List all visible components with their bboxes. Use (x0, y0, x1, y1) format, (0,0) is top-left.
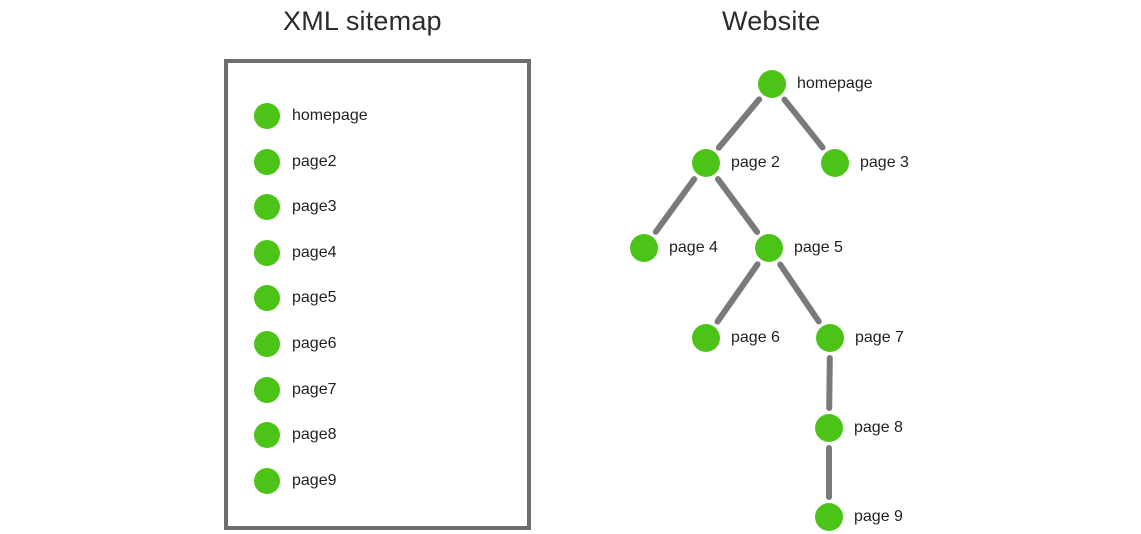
tree-node-label: page 9 (854, 508, 903, 525)
node-circle-icon (815, 414, 843, 442)
list-item[interactable]: page9 (254, 467, 337, 494)
list-item-label: page4 (292, 243, 337, 261)
bullet-circle-icon (254, 467, 280, 494)
node-circle-icon (816, 324, 844, 352)
page-title-xml-sitemap: XML sitemap (283, 6, 442, 36)
tree-node-page6[interactable]: page 6 (692, 324, 780, 352)
list-item-label: page5 (292, 289, 337, 307)
tree-node-label: page 3 (860, 154, 909, 171)
tree-edge-page2-to-page5 (714, 176, 761, 235)
tree-node-homepage[interactable]: homepage (758, 70, 873, 98)
tree-node-page5[interactable]: page 5 (755, 234, 843, 262)
bullet-circle-icon (254, 331, 280, 357)
tree-node-label: page 5 (794, 239, 843, 256)
tree-edge-page5-to-page7 (777, 261, 822, 325)
bullet-circle-icon (254, 148, 280, 175)
list-item[interactable]: page6 (254, 331, 337, 357)
tree-node-label: page 7 (855, 329, 904, 346)
node-circle-icon (630, 234, 658, 262)
bullet-circle-icon (254, 422, 280, 449)
tree-node-page4[interactable]: page 4 (630, 234, 718, 262)
node-circle-icon (821, 149, 849, 177)
tree-node-label: homepage (797, 75, 873, 92)
tree-node-label: page 8 (854, 419, 903, 436)
bullet-circle-icon (254, 194, 280, 221)
node-circle-icon (815, 503, 843, 531)
list-item-label: page2 (292, 152, 337, 170)
node-circle-icon (692, 324, 720, 352)
bullet-circle-icon (254, 285, 280, 312)
list-item-label: page9 (292, 471, 337, 489)
tree-edge-homepage-to-page2 (715, 96, 763, 151)
node-circle-icon (692, 149, 720, 177)
node-circle-icon (755, 234, 783, 262)
list-item[interactable]: page7 (254, 376, 337, 403)
tree-node-page2[interactable]: page 2 (692, 149, 780, 177)
page-title-website: Website (722, 6, 821, 36)
tree-edge-page2-to-page4 (652, 176, 698, 235)
list-item-label: page3 (292, 198, 337, 216)
tree-edge-homepage-to-page3 (781, 96, 826, 151)
list-item[interactable]: page2 (254, 148, 337, 175)
list-item[interactable]: page3 (254, 194, 337, 221)
list-item-label: page8 (292, 426, 337, 444)
list-item-label: homepage (292, 107, 368, 124)
tree-edge-page7-to-page8 (826, 354, 833, 412)
bullet-circle-icon (254, 376, 280, 403)
list-item[interactable]: page5 (254, 285, 337, 312)
node-circle-icon (758, 70, 786, 98)
tree-node-page8[interactable]: page 8 (815, 414, 903, 442)
list-item[interactable]: homepage (254, 103, 368, 129)
list-item-label: page7 (292, 380, 337, 398)
list-item[interactable]: page4 (254, 239, 337, 266)
sitemap-list: homepage page2 page3 page4 page5 page6 page7 pa… (224, 59, 531, 530)
tree-node-label: page 2 (731, 154, 780, 171)
bullet-circle-icon (254, 239, 280, 266)
tree-node-label: page 4 (669, 239, 718, 256)
tree-node-label: page 6 (731, 329, 780, 346)
tree-node-page7[interactable]: page 7 (816, 324, 904, 352)
tree-node-page3[interactable]: page 3 (821, 149, 909, 177)
tree-edge-page5-to-page6 (714, 261, 761, 325)
list-item-label: page6 (292, 335, 337, 352)
list-item[interactable]: page8 (254, 422, 337, 449)
tree-node-page9[interactable]: page 9 (815, 503, 903, 531)
bullet-circle-icon (254, 103, 280, 129)
